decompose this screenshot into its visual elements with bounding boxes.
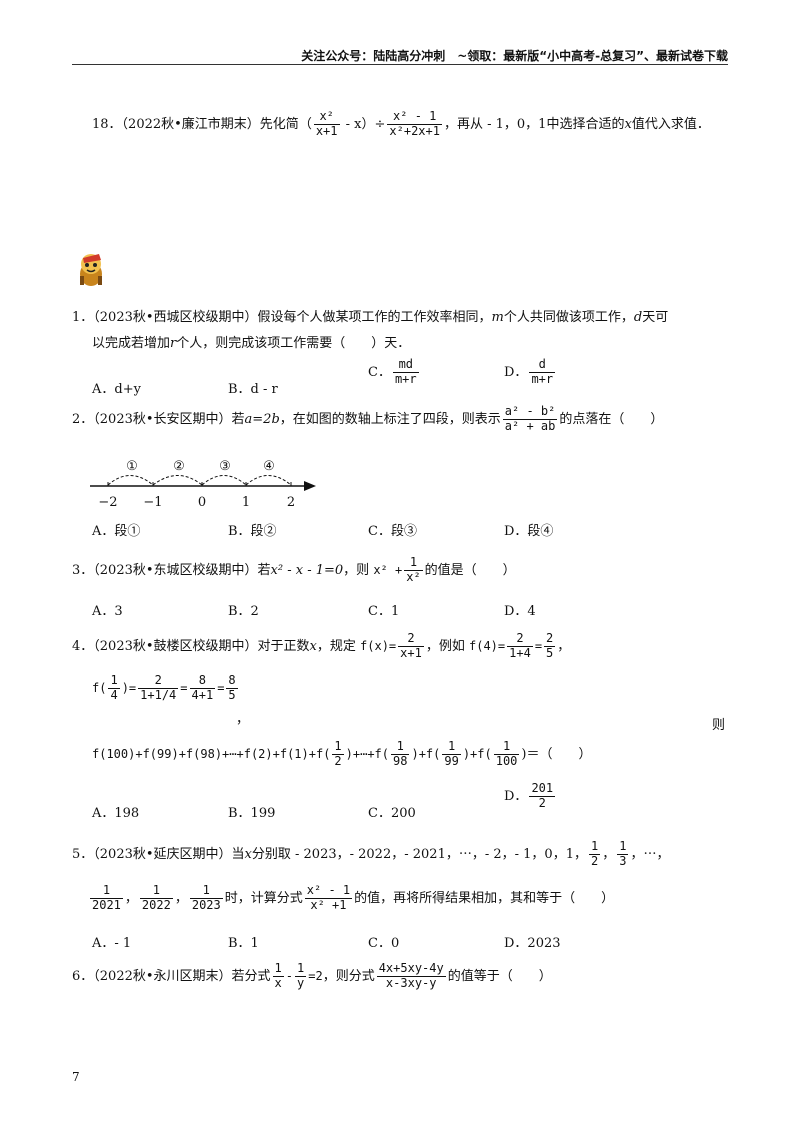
header-divider (72, 64, 728, 65)
q2-option-c: C．段③ (368, 524, 417, 539)
q2-option-b: B．段② (228, 524, 277, 539)
tick-label: 2 (287, 495, 295, 510)
q4-then: 则 (712, 718, 726, 733)
q1-option-a: A．d+y (92, 382, 141, 397)
q3-option-a: A．3 (92, 604, 123, 619)
page-header: 关注公众号：陆陆高分冲刺 ~领取：最新版“小中高考-总复习”、最新试卷下载 (301, 49, 728, 63)
segment-label: ① (126, 459, 138, 474)
segment-label: ③ (219, 459, 231, 474)
q4-option-b: B．199 (228, 806, 276, 821)
number-line: ① ② ③ ④ −2 −1 0 1 2 (90, 459, 316, 510)
comma: ， (236, 712, 250, 727)
mascot-icon (74, 250, 108, 288)
q2-option-a: A．段① (92, 524, 141, 539)
tick-label: 1 (242, 495, 250, 510)
q2-option-d: D．段④ (504, 524, 554, 539)
question-1-line-2: 以完成若增加r个人，则完成该项工作需要（ ）天． (92, 336, 411, 351)
q4-option-c: C．200 (368, 806, 416, 821)
q3-option-b: B．2 (228, 604, 259, 619)
q4-option-a: A．198 (92, 806, 140, 821)
tick-label: −2 (98, 495, 117, 510)
tick-label: 0 (198, 495, 206, 510)
page-number: 7 (72, 1070, 80, 1084)
tick-label: −1 (143, 495, 162, 510)
q5-option-b: B．1 (228, 936, 259, 951)
q1-option-b: B．d - r (228, 382, 278, 397)
question-5-line-1: 5．（2023秋•延庆区期中）当x分别取 - 2023，- 2022，- 202… (72, 839, 670, 868)
q3-option-c: C．1 (368, 604, 400, 619)
question-1-line-1: 1．（2023秋•西城区校级期中）假设每个人做某项工作的工作效率相同，m个人共同… (72, 310, 669, 325)
segment-label: ② (173, 459, 185, 474)
segment-label: ④ (263, 459, 275, 474)
q3-option-d: D．4 (504, 604, 536, 619)
q5-option-d: D．2023 (504, 936, 561, 951)
q5-option-a: A．- 1 (92, 936, 132, 951)
q5-option-c: C．0 (368, 936, 400, 951)
